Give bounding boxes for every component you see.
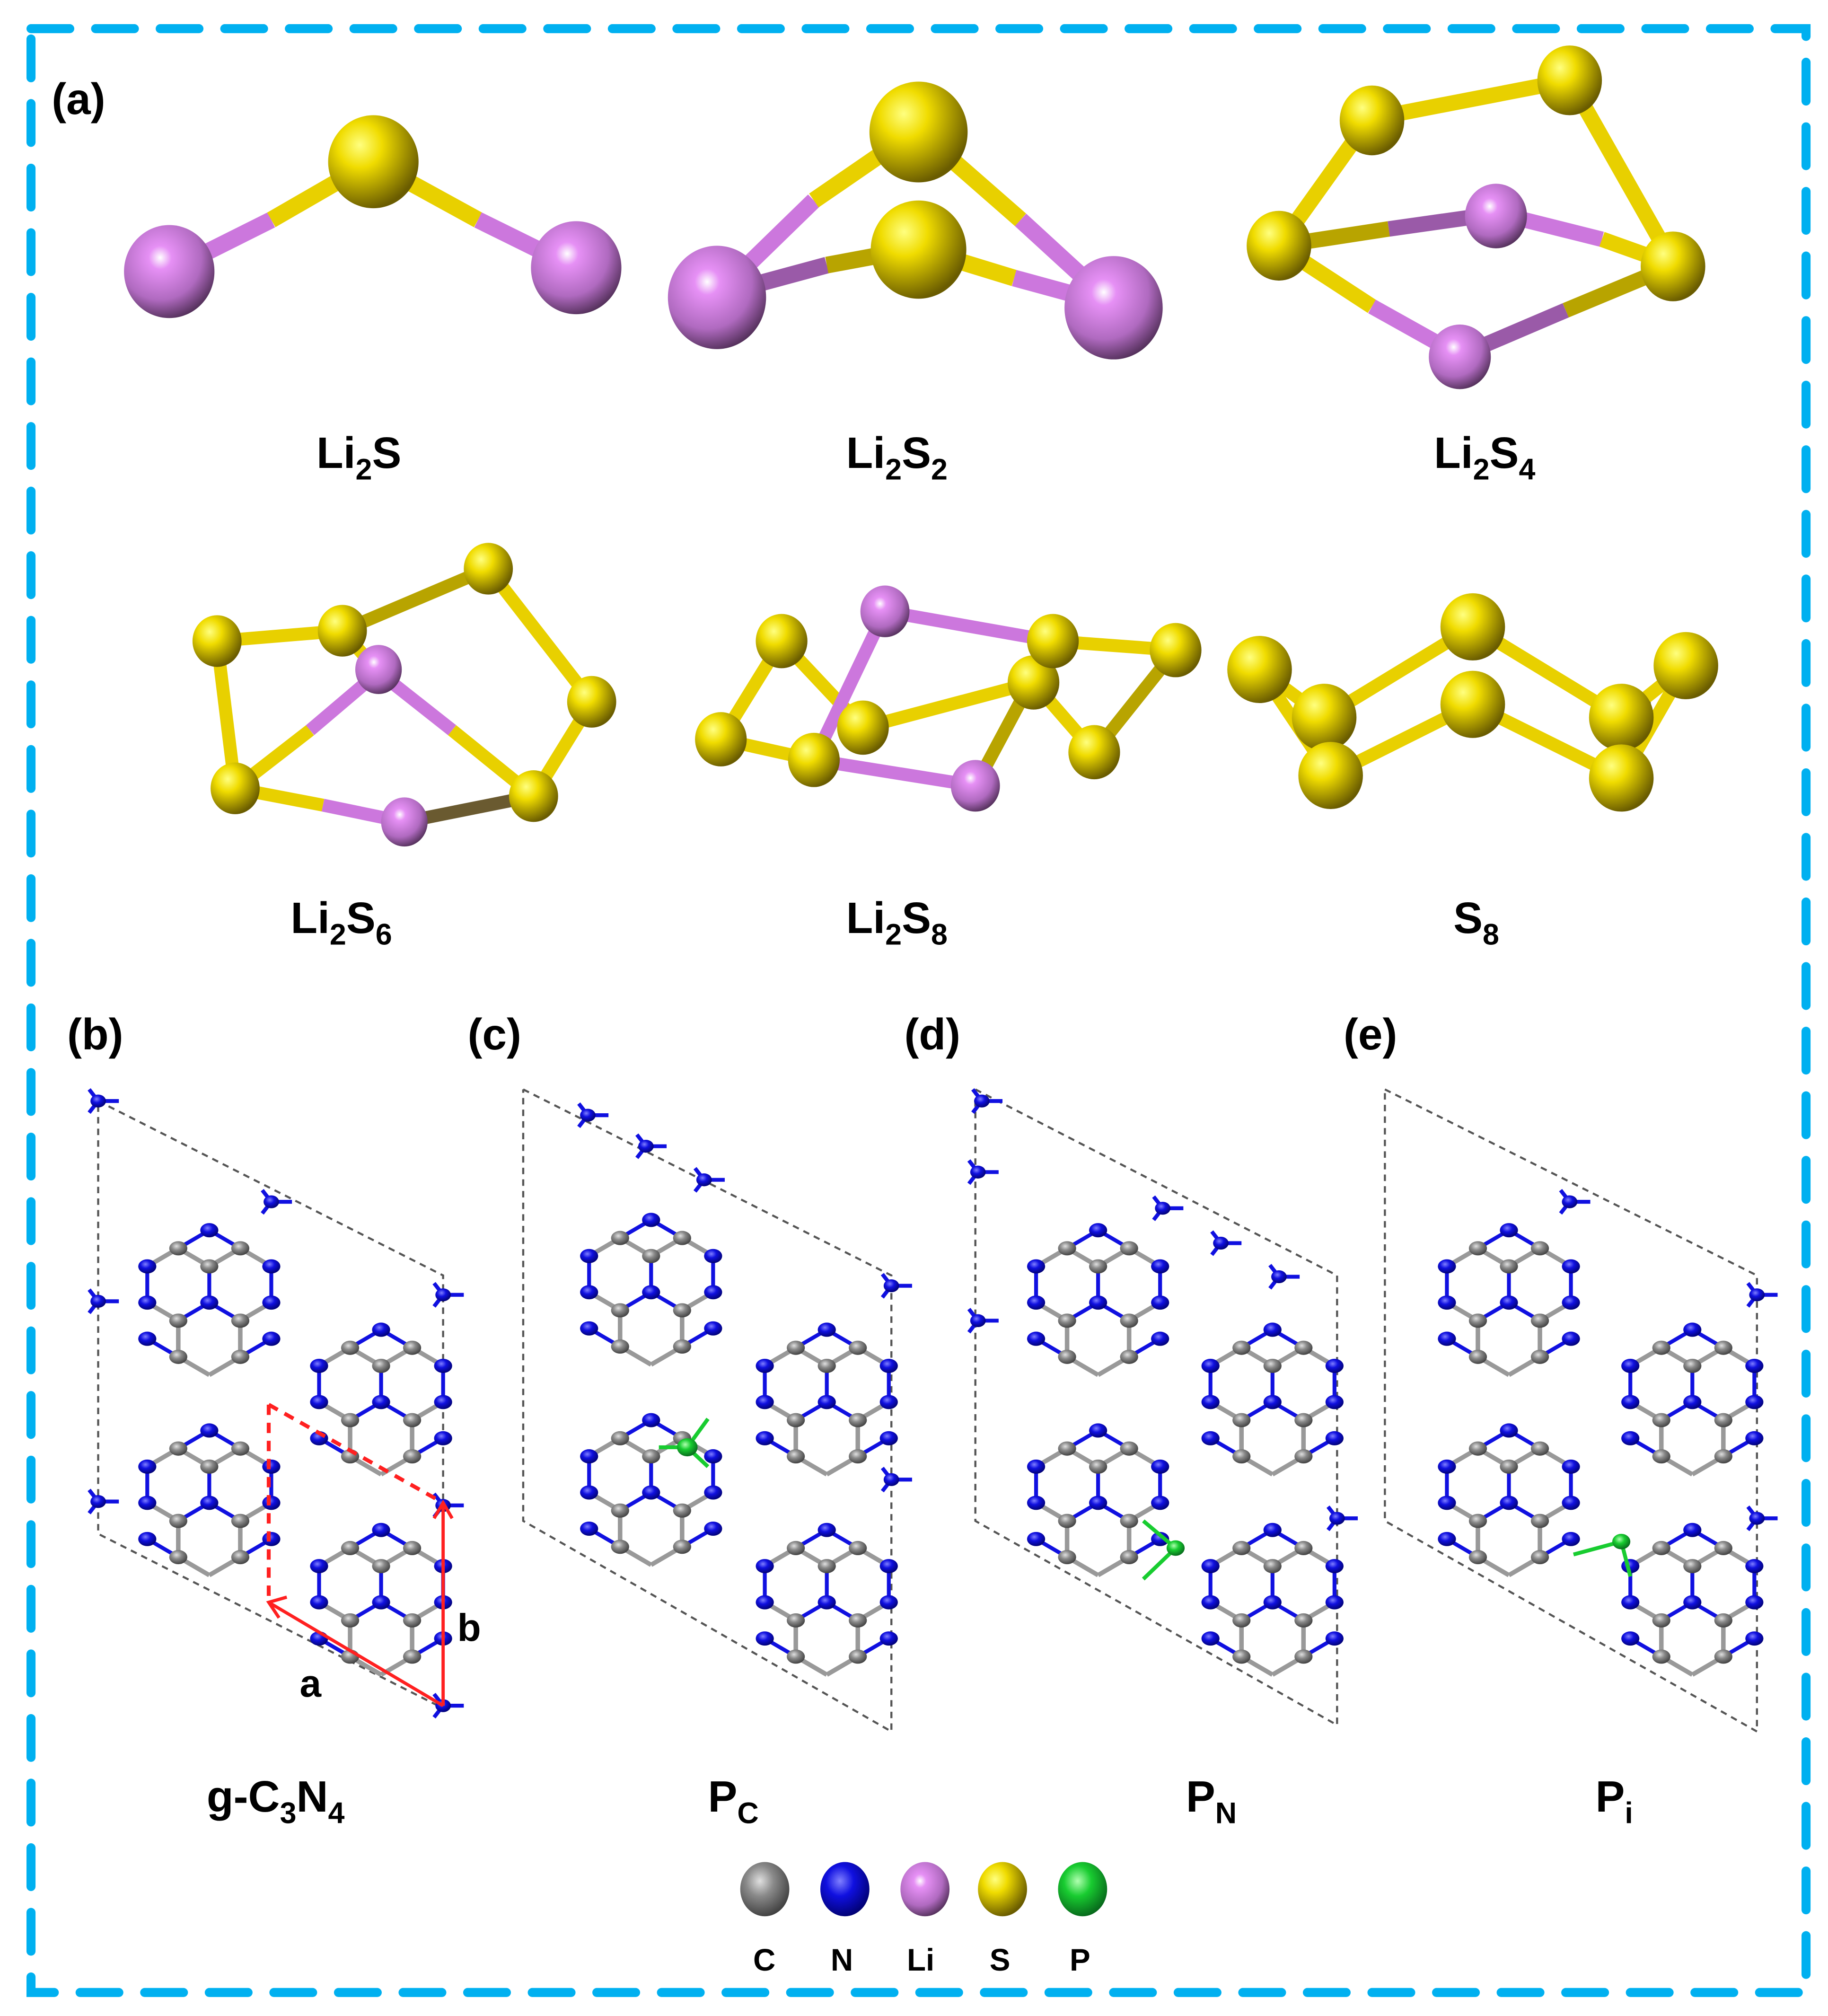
s-atom	[1007, 655, 1060, 710]
molecule-label-li2s6: Li2S6	[290, 893, 392, 951]
s-atom	[1339, 85, 1405, 156]
svg-text:C: C	[753, 1943, 775, 1977]
s-atom	[1292, 684, 1357, 751]
p-atom	[1166, 1540, 1185, 1556]
panel-d-label: (d)	[905, 1010, 961, 1059]
legend-item-n: N	[820, 1862, 870, 1977]
vector-b-label: b	[457, 1607, 481, 1650]
s-atom	[192, 615, 242, 667]
li-atom	[950, 760, 1000, 812]
s-atom	[756, 614, 808, 669]
structure-p-c	[522, 1088, 912, 1734]
molecule-label-li2s4: Li2S4	[1434, 428, 1535, 486]
s-atom	[1653, 632, 1718, 699]
molecule-label-s8: S8	[1453, 893, 1499, 951]
s-atom	[1589, 744, 1654, 812]
s-atom	[1589, 684, 1654, 751]
molecule-li2s2	[668, 81, 1163, 360]
s-atom	[695, 712, 747, 766]
lattice-vectors	[266, 1403, 454, 1708]
li-atom	[1064, 256, 1163, 360]
s-atom	[464, 543, 513, 595]
legend-item-c: C	[740, 1862, 790, 1977]
legend-item-s: S	[978, 1862, 1027, 1977]
s-atom	[567, 676, 616, 728]
s-atom	[1227, 636, 1292, 704]
structure-p-n	[969, 1090, 1358, 1727]
molecule-label-li2s8: Li2S8	[846, 893, 948, 951]
svg-text:N: N	[831, 1943, 853, 1977]
panel-c-label: (c)	[468, 1010, 521, 1059]
li-atom	[531, 221, 622, 315]
figure-border	[26, 24, 1811, 1997]
s-atom	[1537, 45, 1602, 115]
li-atom	[1465, 184, 1527, 248]
panel-e-label: (e)	[1344, 1010, 1397, 1059]
sulfur-sphere-icon	[978, 1862, 1027, 1917]
s-atom	[211, 762, 260, 814]
s-atom	[788, 732, 840, 787]
structure-label-p-i: Pi	[1595, 1772, 1633, 1830]
structure-label-p-c: PC	[708, 1772, 758, 1830]
s-atom	[1247, 211, 1311, 281]
molecule-s8	[1227, 593, 1718, 812]
li-atom	[381, 797, 428, 847]
phosphorus-sphere-icon	[1058, 1862, 1107, 1917]
p-atom	[677, 1438, 698, 1457]
s-atom	[1440, 670, 1505, 738]
nitrogen-sphere-icon	[820, 1862, 870, 1917]
s-atom	[317, 605, 367, 657]
li-atom	[355, 645, 402, 694]
structure-p-i	[1384, 1088, 1777, 1734]
p-dopant-site-n	[1027, 1423, 1185, 1581]
legend-item-li: Li	[900, 1862, 950, 1977]
s-atom	[1027, 614, 1079, 669]
s-atom	[1298, 741, 1363, 809]
s-atom	[328, 115, 419, 209]
li-atom	[860, 585, 910, 637]
svg-text:P: P	[1070, 1943, 1090, 1977]
svg-text:Li: Li	[907, 1943, 934, 1977]
p-interstitial-site	[1573, 1533, 1633, 1577]
carbon-sphere-icon	[740, 1862, 790, 1917]
structure-g-c3n4: a b	[89, 1090, 481, 1717]
structure-label-p-n: PN	[1186, 1772, 1237, 1830]
lithium-sphere-icon	[900, 1862, 950, 1917]
s-atom	[837, 700, 889, 755]
panel-a-label: (a)	[52, 74, 105, 123]
molecule-label-li2s2: Li2S2	[846, 428, 948, 486]
structure-label-g-c3n4: g-C3N4	[207, 1772, 345, 1830]
s-atom	[1440, 593, 1505, 660]
molecule-label-li2s: Li2S	[316, 428, 401, 486]
p-dopant-site-c	[580, 1413, 722, 1565]
li-atom	[124, 225, 215, 318]
molecule-li2s	[124, 115, 622, 318]
element-legend: C N Li S P	[740, 1862, 1107, 1977]
s-atom	[509, 770, 558, 822]
s-atom	[869, 81, 968, 183]
s-atom	[1641, 231, 1705, 301]
molecule-li2s4	[1247, 45, 1705, 389]
panel-b-label: (b)	[67, 1010, 123, 1059]
molecule-li2s6	[192, 543, 616, 847]
p-atom	[1612, 1533, 1631, 1549]
legend-item-p: P	[1058, 1862, 1107, 1977]
s-atom	[1068, 725, 1120, 780]
s-atom	[1150, 623, 1202, 678]
li-atom	[668, 246, 766, 349]
svg-text:S: S	[990, 1943, 1011, 1977]
molecule-li2s8	[695, 585, 1202, 812]
vector-a-label: a	[300, 1662, 322, 1705]
li-atom	[1429, 324, 1491, 389]
s-atom	[870, 200, 967, 299]
